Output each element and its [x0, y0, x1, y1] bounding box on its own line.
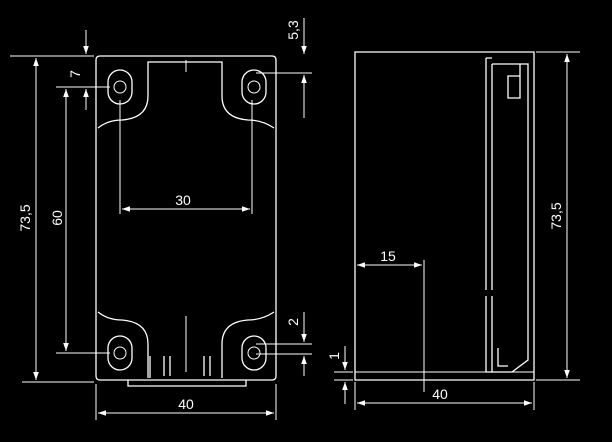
dim-side-inner-offset: 15 — [357, 248, 425, 392]
dim-front-window-width-label: 30 — [175, 192, 191, 208]
dim-side-base: 1 — [326, 346, 353, 404]
mounting-hole-bottom-left — [107, 335, 133, 371]
dim-front-width-label: 40 — [178, 396, 194, 412]
dim-front-bottom-offset-label: 2 — [285, 318, 301, 326]
side-body-outline — [354, 51, 535, 381]
dim-front-overall-height-label: 73,5 — [17, 204, 33, 231]
dim-front-window-width: 30 — [119, 100, 253, 214]
front-terminal-block — [149, 356, 211, 378]
dim-side-base-label: 1 — [326, 352, 342, 360]
mounting-hole-top-left — [107, 69, 133, 105]
front-top-contour — [97, 61, 275, 129]
dim-side-width: 40 — [354, 382, 535, 410]
mounting-hole-bottom-right — [241, 335, 267, 371]
dim-side-overall-height-label: 73,5 — [548, 202, 564, 229]
dim-front-overall-height: 73,5 — [10, 55, 94, 383]
front-view: 73,5 60 7 5,3 30 — [10, 18, 312, 420]
front-bottom-contour-right — [221, 311, 275, 378]
dim-front-top-offset-label: 7 — [67, 70, 83, 78]
front-body-outline — [95, 55, 277, 381]
side-profile-contour — [485, 57, 529, 373]
dim-side-overall-height: 73,5 — [536, 51, 580, 381]
dim-front-hole-spacing: 60 — [49, 86, 110, 354]
dim-front-top-margin-label: 5,3 — [285, 20, 301, 40]
mounting-hole-top-right — [241, 69, 267, 105]
dim-front-top-offset: 7 — [67, 30, 89, 110]
dim-side-width-label: 40 — [432, 386, 448, 402]
dim-front-width: 40 — [95, 384, 277, 420]
dim-front-bottom-offset: 2 — [256, 312, 312, 376]
dim-front-hole-spacing-label: 60 — [49, 210, 65, 226]
front-bottom-contour — [97, 311, 149, 378]
dim-front-top-margin: 5,3 — [256, 18, 312, 118]
dim-side-inner-offset-label: 15 — [380, 248, 396, 264]
side-view: 73,5 15 1 40 — [326, 51, 580, 410]
